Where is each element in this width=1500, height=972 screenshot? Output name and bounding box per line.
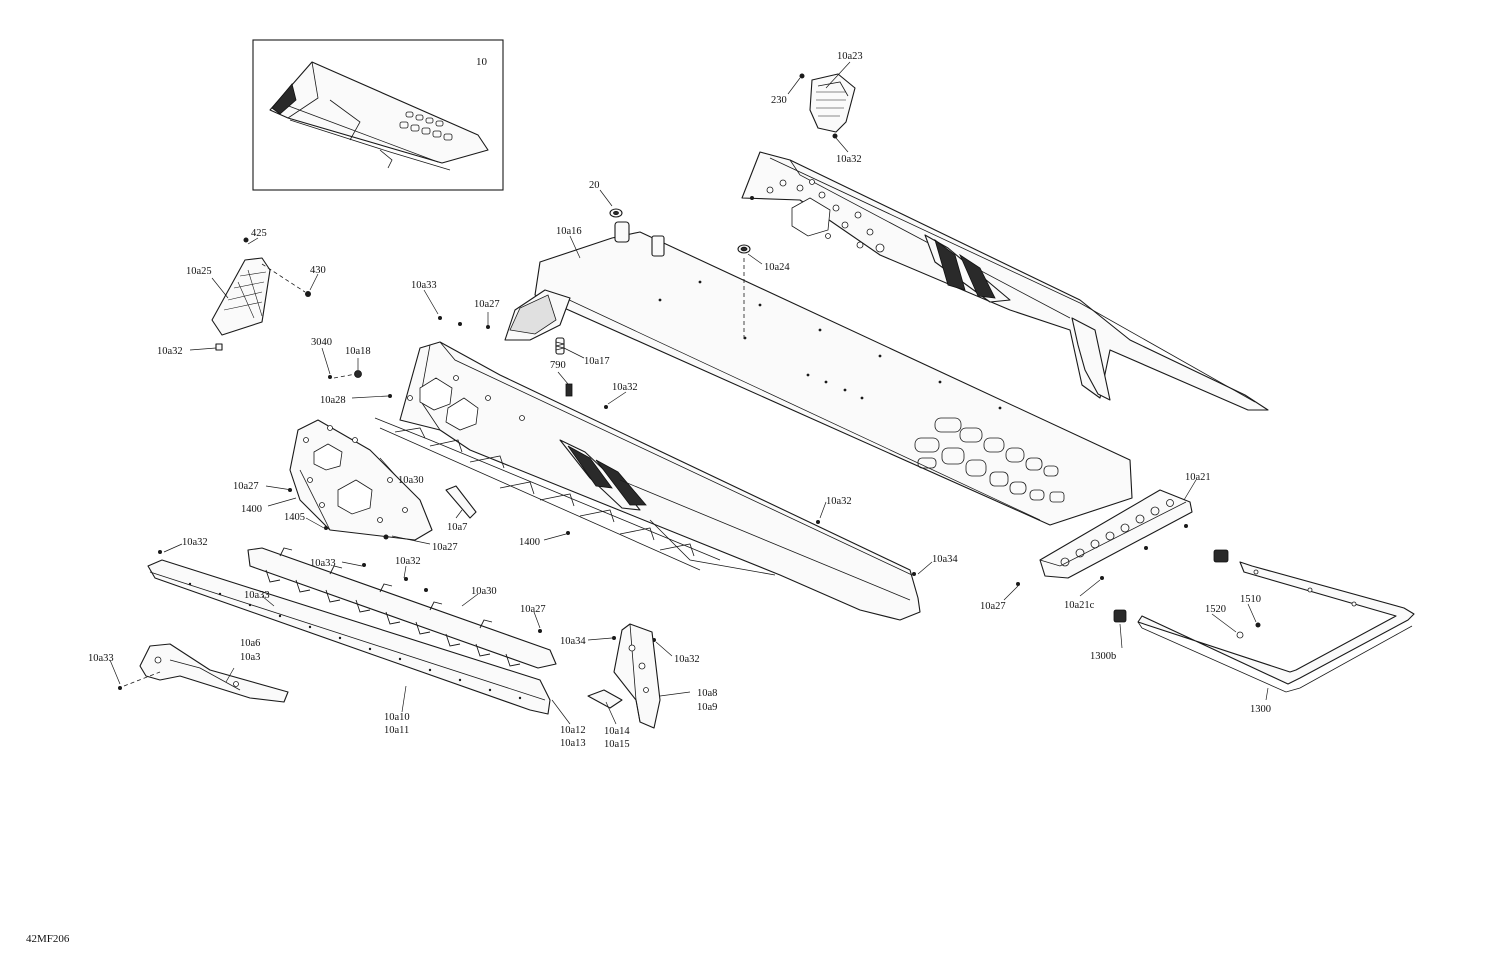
callout-10a28: 10a28 — [320, 395, 346, 406]
callout-10a16: 10a16 — [556, 226, 582, 237]
callout-230: 230 — [771, 95, 787, 106]
callout-10a32: 10a32 — [157, 346, 183, 357]
callout-10a32: 10a32 — [836, 154, 862, 165]
clip-1300b — [1113, 549, 1229, 623]
leader-lines — [109, 61, 1269, 725]
callout-10a27: 10a27 — [233, 481, 259, 492]
callout-10a32: 10a32 — [182, 537, 208, 548]
callout-10a33: 10a33 — [88, 653, 114, 664]
callout-10a11: 10a11 — [384, 725, 409, 736]
callout-1300: 1300 — [1250, 704, 1271, 715]
running-board-rail — [147, 559, 551, 715]
callout-10a30: 10a30 — [398, 475, 424, 486]
callout-1405: 1405 — [284, 512, 305, 523]
callout-10a17: 10a17 — [584, 356, 610, 367]
rear-bracket-10a21 — [1039, 489, 1193, 579]
bracket-10a23 — [799, 73, 856, 139]
rear-bumper-1300 — [1137, 561, 1415, 693]
callout-1400: 1400 — [241, 504, 262, 515]
comb-plate-10a30-lower — [247, 547, 557, 669]
callout-10a33: 10a33 — [310, 558, 336, 569]
right-side-panel — [741, 151, 1269, 411]
callout-10a30: 10a30 — [471, 586, 497, 597]
plate-10a14-10a15 — [587, 689, 623, 709]
inset-label: 10 — [476, 56, 488, 68]
callout-10a27: 10a27 — [520, 604, 546, 615]
left-side-panel — [399, 341, 921, 621]
bracket-10a8-10a9 — [613, 623, 661, 729]
callout-10a32: 10a32 — [674, 654, 700, 665]
callout-1400: 1400 — [519, 537, 540, 548]
callout-10a32: 10a32 — [612, 382, 638, 393]
callout-10a15: 10a15 — [604, 739, 630, 750]
footrest-bracket-10a25 — [211, 237, 311, 351]
callout-1510: 1510 — [1240, 594, 1261, 605]
callout-430: 430 — [310, 265, 326, 276]
callout-10a7: 10a7 — [447, 522, 467, 533]
callout-labels: 10a23 230 10a32 20 10a16 10a24 425 10a25… — [88, 51, 1271, 750]
grommet-20 — [609, 208, 623, 218]
callout-10a21c: 10a21c — [1064, 600, 1095, 611]
callout-3040: 3040 — [311, 337, 332, 348]
callout-1520: 1520 — [1205, 604, 1226, 615]
inset-tunnel-drawing — [269, 61, 489, 171]
callout-10a3: 10a3 — [240, 652, 260, 663]
callout-10a14: 10a14 — [604, 726, 630, 737]
callout-10a27: 10a27 — [474, 299, 500, 310]
callout-10a33: 10a33 — [244, 590, 270, 601]
plate-10a30-upper — [289, 419, 433, 541]
callout-10a34: 10a34 — [932, 554, 958, 565]
callout-10a24: 10a24 — [764, 262, 790, 273]
spring-10a17 — [555, 337, 565, 355]
callout-10a32: 10a32 — [826, 496, 852, 507]
callout-10a32: 10a32 — [395, 556, 421, 567]
callout-10a10: 10a10 — [384, 712, 410, 723]
assembly-inset: 10 — [252, 39, 504, 191]
callout-10a27: 10a27 — [980, 601, 1006, 612]
callout-10a25: 10a25 — [186, 266, 212, 277]
callout-10a21: 10a21 — [1185, 472, 1211, 483]
callout-10a8: 10a8 — [697, 688, 717, 699]
callout-10a33: 10a33 — [411, 280, 437, 291]
callout-10a9: 10a9 — [697, 702, 717, 713]
callout-790: 790 — [550, 360, 566, 371]
callout-10a13: 10a13 — [560, 738, 586, 749]
callout-10a12: 10a12 — [560, 725, 586, 736]
cap-10a24 — [737, 244, 751, 254]
link-10a7 — [445, 485, 477, 519]
callout-1300b: 1300b — [1090, 651, 1116, 662]
tunnel-reinforcement-rails — [374, 417, 721, 571]
callout-10a34: 10a34 — [560, 636, 586, 647]
bracket-10a6-10a3 — [139, 643, 289, 703]
tunnel-top-plate — [504, 221, 1133, 526]
callout-425: 425 — [251, 228, 267, 239]
callout-10a23: 10a23 — [837, 51, 863, 62]
callout-10a18: 10a18 — [345, 346, 371, 357]
callout-10a6: 10a6 — [240, 638, 260, 649]
callout-20: 20 — [589, 180, 600, 191]
drawing-code: 42MF206 — [26, 933, 70, 945]
callout-10a27: 10a27 — [432, 542, 458, 553]
